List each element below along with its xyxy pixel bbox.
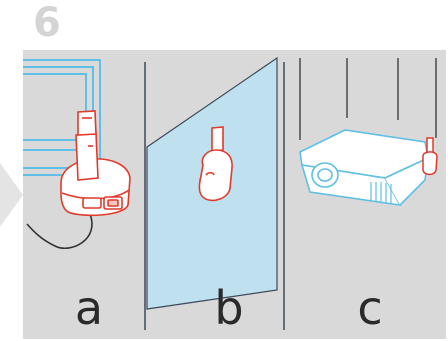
usb-dongle bbox=[75, 110, 99, 181]
usb-cable bbox=[26, 213, 93, 249]
step-number: 6 bbox=[33, 0, 61, 46]
panel-label-a: a bbox=[74, 281, 104, 335]
mounted-dongle bbox=[198, 126, 233, 202]
step-arrow-indicator bbox=[0, 163, 23, 227]
projector-dongle bbox=[422, 137, 438, 176]
panel-c-scene bbox=[299, 58, 438, 207]
panel-label-c: c bbox=[357, 281, 383, 335]
panel-label-b: b bbox=[214, 281, 244, 335]
panel-a-scene bbox=[23, 59, 131, 249]
panel-b-scene bbox=[146, 56, 278, 310]
projector-mount-rods bbox=[299, 58, 437, 140]
